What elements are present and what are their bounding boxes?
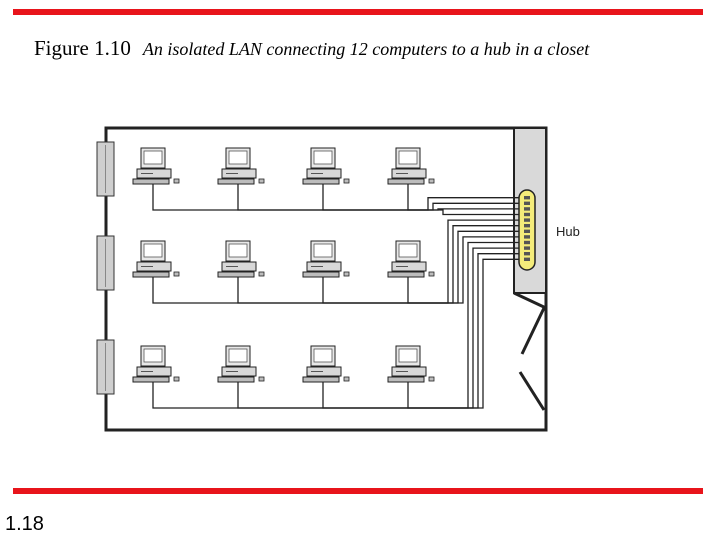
hub-port: [524, 235, 530, 239]
computer: [387, 147, 435, 185]
closet-door: [518, 307, 546, 411]
figure-number: Figure 1.10: [34, 36, 131, 60]
computer: [132, 345, 180, 383]
keyboard: [217, 178, 255, 185]
keyboard: [132, 271, 170, 278]
keyboard: [302, 178, 340, 185]
system-unit: [136, 168, 172, 179]
hub-port: [524, 196, 530, 200]
cables: [152, 184, 524, 409]
mouse: [258, 271, 265, 277]
mouse: [428, 178, 435, 184]
hub-port: [524, 246, 530, 250]
system-unit: [391, 168, 427, 179]
mouse: [258, 376, 265, 382]
system-unit: [136, 366, 172, 377]
hub-port: [524, 218, 530, 222]
hub-port: [524, 252, 530, 256]
cable: [407, 258, 524, 409]
computer: [302, 240, 350, 278]
bottom-rule: [13, 488, 703, 494]
keyboard: [217, 376, 255, 383]
keyboard: [132, 178, 170, 185]
figure-title: An isolated LAN connecting 12 computers …: [142, 39, 590, 59]
system-unit: [136, 261, 172, 272]
screen: [143, 243, 163, 258]
hub-port: [524, 207, 530, 211]
mouse: [258, 178, 265, 184]
keyboard: [217, 271, 255, 278]
mouse: [428, 271, 435, 277]
screen: [313, 243, 333, 258]
hub-port: [524, 240, 530, 245]
keyboard: [387, 376, 425, 383]
mouse: [343, 376, 350, 382]
mouse: [173, 271, 180, 277]
screen: [398, 150, 418, 165]
top-rule: [13, 9, 703, 15]
windows: [96, 141, 115, 395]
keyboard: [132, 376, 170, 383]
window: [96, 235, 115, 291]
keyboard: [302, 376, 340, 383]
system-unit: [391, 366, 427, 377]
computer: [217, 240, 265, 278]
hub-label: Hub: [556, 224, 580, 239]
keyboard: [387, 271, 425, 278]
computer: [217, 147, 265, 185]
screen: [143, 150, 163, 165]
mouse: [343, 178, 350, 184]
mouse: [173, 376, 180, 382]
mouse: [343, 271, 350, 277]
mouse: [428, 376, 435, 382]
closet-wall: [513, 291, 547, 310]
cable: [152, 184, 524, 211]
figure-caption: Figure 1.10 An isolated LAN connecting 1…: [34, 36, 589, 61]
cable: [407, 236, 524, 304]
screen: [398, 243, 418, 258]
screen: [313, 150, 333, 165]
window: [96, 339, 115, 395]
system-unit: [306, 168, 342, 179]
computer: [132, 240, 180, 278]
computer: [132, 147, 180, 185]
cable: [237, 184, 524, 211]
system-unit: [306, 261, 342, 272]
hub: [518, 189, 536, 271]
computer: [387, 345, 435, 383]
cable: [322, 184, 524, 211]
screen: [228, 150, 248, 165]
cable: [407, 184, 524, 216]
system-unit: [221, 168, 257, 179]
hub-port: [524, 229, 530, 233]
keyboard: [387, 178, 425, 185]
system-unit: [221, 366, 257, 377]
system-unit: [306, 366, 342, 377]
mouse: [173, 178, 180, 184]
system-unit: [221, 261, 257, 272]
hub-port: [524, 224, 530, 228]
screen: [143, 348, 163, 363]
system-unit: [391, 261, 427, 272]
screen: [228, 243, 248, 258]
computers: [132, 147, 435, 383]
screen: [313, 348, 333, 363]
computer: [302, 345, 350, 383]
computer: [387, 240, 435, 278]
screen: [398, 348, 418, 363]
computer: [217, 345, 265, 383]
hub-port: [524, 201, 530, 205]
slide-number: 1.18: [5, 513, 44, 535]
cable: [237, 247, 524, 409]
computer: [302, 147, 350, 185]
hub-port: [524, 212, 530, 217]
hub-port: [524, 257, 530, 261]
window: [96, 141, 115, 197]
keyboard: [302, 271, 340, 278]
screen: [228, 348, 248, 363]
